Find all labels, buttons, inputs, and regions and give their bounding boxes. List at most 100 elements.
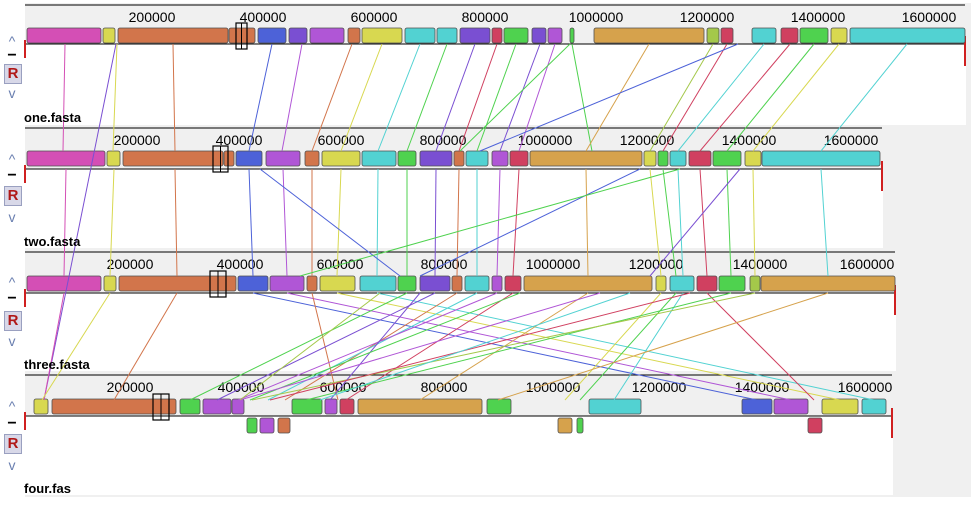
lcb-connection-line [649, 168, 741, 277]
lcb-block [26, 150, 106, 167]
track-lower-area [25, 416, 893, 495]
lcb-block [741, 398, 773, 415]
ruler-tick-label: 1000000 [526, 379, 581, 395]
lcb-block [259, 417, 275, 434]
lcb-block [655, 275, 667, 292]
lcb-block [321, 150, 361, 167]
lcb-block [751, 27, 777, 44]
lcb-block [453, 150, 465, 167]
move-up-icon[interactable]: ^ [8, 33, 16, 49]
move-down-icon[interactable]: v [8, 333, 16, 349]
lcb-block [419, 150, 453, 167]
lcb-block [669, 275, 695, 292]
lcb-connection-line [336, 292, 841, 401]
lcb-block [451, 275, 463, 292]
lcb-connection-line [63, 168, 67, 277]
lcb-block [531, 27, 547, 44]
lcb-block [257, 27, 287, 44]
lcb-block [304, 150, 320, 167]
ruler-tick-label: 400000 [218, 379, 265, 395]
reverse-button[interactable]: R [4, 64, 22, 84]
lcb-block [464, 275, 490, 292]
lcb-connection-line [496, 168, 501, 277]
lcb-connection-line [497, 292, 829, 401]
move-up-icon[interactable]: ^ [8, 274, 16, 290]
lcb-block [504, 275, 522, 292]
ruler-tick-label: 600000 [318, 132, 365, 148]
lcb-block [780, 27, 799, 44]
lcb-connection-line [434, 168, 437, 277]
lcb-block [807, 417, 823, 434]
move-down-icon[interactable]: v [8, 209, 16, 225]
track-label-one: one.fasta [24, 110, 82, 125]
lcb-connection-line [248, 168, 254, 277]
move-up-icon[interactable]: ^ [8, 398, 16, 414]
lcb-connection-line [311, 43, 353, 152]
lcb-connection-line [726, 168, 732, 277]
lcb-connection-line [699, 43, 791, 152]
lcb-connection-line [299, 168, 681, 277]
lcb-block [821, 398, 859, 415]
lcb-connection-line [305, 292, 732, 401]
lcb-block [277, 417, 291, 434]
lcb-block [547, 27, 563, 44]
lcb-connection-line [112, 43, 118, 152]
track-label-three: three.fasta [24, 357, 90, 372]
ruler-tick-label: 1600000 [840, 256, 895, 272]
lcb-connection-line [377, 43, 421, 152]
reverse-button[interactable]: R [4, 311, 22, 331]
lcb-block [404, 27, 436, 44]
hide-track-icon[interactable]: − [7, 415, 17, 432]
lcb-block [773, 398, 809, 415]
reverse-button[interactable]: R [4, 186, 22, 206]
lcb-connection-line [820, 168, 829, 277]
hide-track-icon[interactable]: − [7, 47, 17, 64]
lcb-connection-line [340, 43, 383, 152]
ruler-tick-label: 1600000 [824, 132, 879, 148]
lcb-block [749, 275, 761, 292]
lcb-block [309, 27, 345, 44]
lcb-connection-line [419, 168, 641, 277]
lcb-block [288, 27, 308, 44]
lcb-block [503, 27, 529, 44]
lcb-connection-line [319, 292, 631, 401]
lcb-connection-line [216, 292, 436, 401]
ruler-tick-label: 1000000 [569, 9, 624, 25]
move-up-icon[interactable]: ^ [8, 151, 16, 167]
lcb-block [523, 275, 653, 292]
lcb-block [576, 417, 584, 434]
lcb-block [688, 150, 712, 167]
ruler-tick-label: 1600000 [838, 379, 893, 395]
lcb-block [26, 27, 102, 44]
ruler-tick-label: 1200000 [629, 256, 684, 272]
lcb-connection-line [239, 292, 381, 401]
lcb-block [103, 275, 117, 292]
ruler-tick-label: 800000 [462, 9, 509, 25]
ruler-tick-label: 1400000 [791, 9, 846, 25]
ruler-tick-label: 1600000 [902, 9, 957, 25]
lcb-block [706, 27, 720, 44]
lcb-block [657, 150, 669, 167]
lcb-connection-line [41, 292, 111, 401]
lcb-block [223, 150, 235, 167]
ruler-tick-label: 200000 [107, 379, 154, 395]
ruler-tick-label: 200000 [114, 132, 161, 148]
move-down-icon[interactable]: v [8, 85, 16, 101]
hide-track-icon[interactable]: − [7, 290, 17, 307]
lcb-connection-line [564, 292, 662, 401]
reverse-button[interactable]: R [4, 434, 22, 454]
lcb-block [643, 150, 657, 167]
ruler-tick-label: 200000 [107, 256, 154, 272]
lcb-block [465, 150, 489, 167]
lcb-connection-line [435, 43, 476, 152]
lcb-block [265, 150, 301, 167]
lcb-block [397, 150, 417, 167]
lcb-connection-line [476, 43, 517, 152]
lcb-block [26, 275, 102, 292]
lcb-connection-line [752, 168, 756, 277]
lcb-block [799, 27, 829, 44]
move-down-icon[interactable]: v [8, 457, 16, 473]
hide-track-icon[interactable]: − [7, 167, 17, 184]
